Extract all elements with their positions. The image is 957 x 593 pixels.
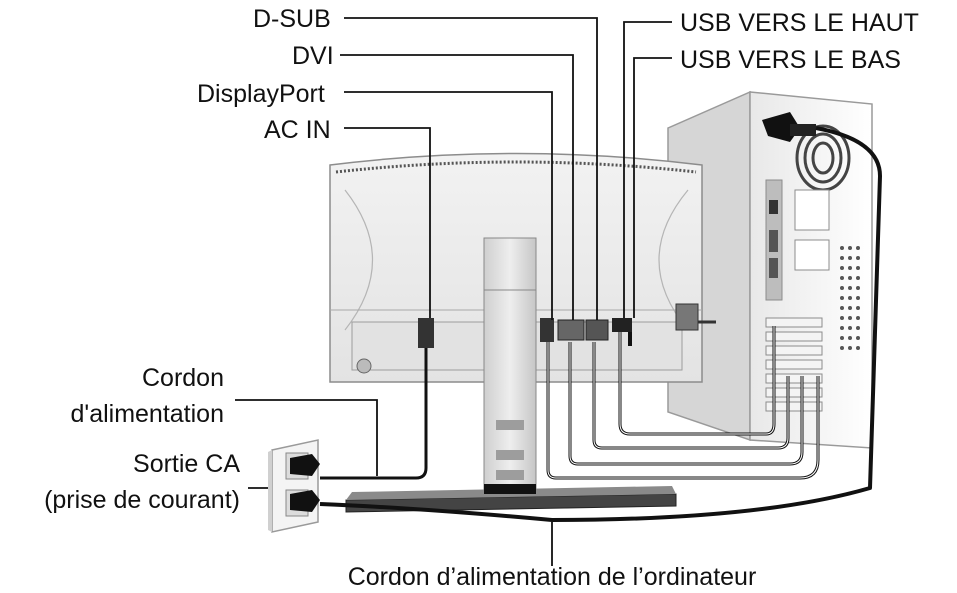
label-power-cord-line2: d'alimentation — [71, 400, 224, 428]
dsub-port — [585, 319, 609, 341]
label-power-cord-line1: Cordon — [142, 364, 224, 392]
lock-slot-icon — [356, 358, 372, 374]
plug-top-icon — [290, 454, 320, 476]
dvi-port — [557, 319, 585, 341]
label-dvi: DVI — [292, 42, 334, 70]
vent-holes — [840, 246, 860, 350]
label-computer-cord: Cordon d’alimentation de l’ordinateur — [348, 563, 757, 591]
displayport-port — [540, 318, 554, 342]
usb-down-port — [622, 318, 632, 332]
cables — [319, 126, 882, 522]
ac-in-port — [418, 318, 434, 348]
leader-lines — [235, 17, 672, 566]
label-d-sub: D-SUB — [253, 5, 331, 33]
plug-bottom-icon — [290, 490, 320, 512]
pc-power-plug-icon — [762, 112, 816, 142]
monitor-rear — [329, 152, 716, 513]
label-displayport: DisplayPort — [197, 80, 325, 108]
label-ac-in: AC IN — [264, 116, 331, 144]
usb-up-port — [612, 318, 622, 332]
expansion-slots — [765, 317, 823, 412]
label-outlet-line2: (prise de courant) — [44, 486, 240, 514]
label-outlet-line1: Sortie CA — [133, 450, 240, 478]
label-usb-down: USB VERS LE BAS — [680, 46, 901, 74]
label-usb-up: USB VERS LE HAUT — [680, 9, 919, 37]
wall-outlet — [268, 439, 320, 533]
